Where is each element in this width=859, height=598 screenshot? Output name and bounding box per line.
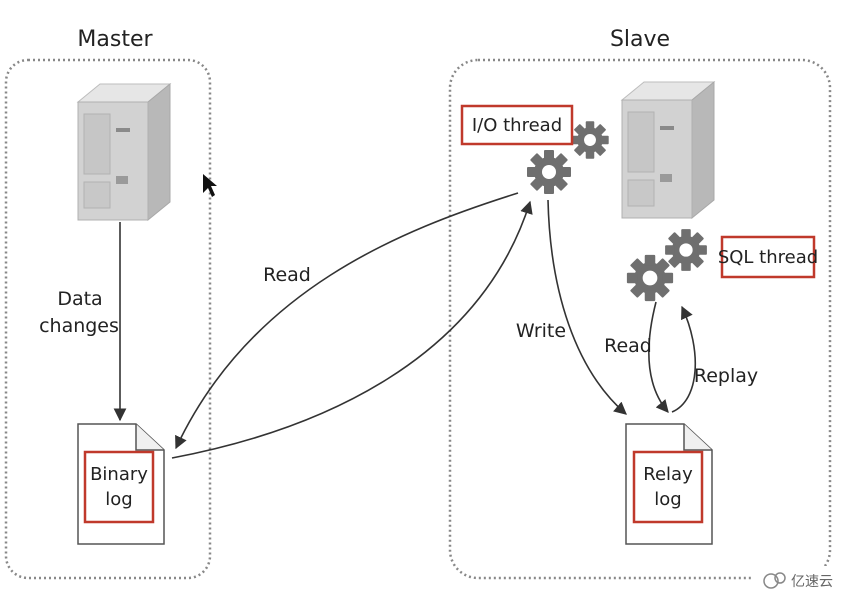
replay-label: Replay	[694, 365, 758, 387]
binary-log-label-line1: Binary	[90, 464, 148, 485]
write-label: Write	[516, 320, 566, 342]
sql-thread-highlight	[720, 235, 816, 279]
sql-read-label: Read	[604, 335, 652, 357]
read-label: Read	[263, 264, 311, 286]
io-thread-label: I/O thread	[472, 115, 562, 136]
read-request-arrow	[175, 192, 519, 450]
relay-log-highlight	[632, 450, 704, 524]
data-changes-label-line1: Data	[57, 288, 102, 310]
sql-thread-gear-small-icon	[665, 229, 707, 271]
sql-thread-label: SQL thread	[718, 247, 818, 268]
slave-panel	[448, 58, 832, 580]
master-title: Master	[77, 27, 153, 52]
watermark-text: 亿速云	[791, 574, 833, 590]
binary-log-label-line2: log	[105, 489, 132, 510]
slave-server-icon	[621, 81, 715, 219]
sql-read-arrow	[648, 301, 669, 413]
binary-log-highlight	[83, 450, 155, 524]
write-arrow	[547, 199, 627, 415]
read-response-arrow	[171, 200, 533, 459]
slave-title: Slave	[610, 27, 670, 52]
io-thread-gear-small-icon	[571, 121, 609, 159]
data-changes-label-line2: changes	[39, 315, 119, 337]
relay-log-label-line2: log	[654, 489, 681, 510]
cursor-icon	[203, 174, 217, 197]
cloud-logo-icon	[763, 572, 786, 589]
master-panel	[4, 58, 212, 580]
replay-arrow	[671, 305, 697, 413]
io-thread-gear-large-icon	[527, 150, 571, 194]
watermark: 亿速云	[752, 566, 859, 594]
sql-thread-gear-large-icon	[626, 254, 674, 302]
relay-log-label-line1: Relay	[643, 464, 693, 485]
master-server-icon	[77, 83, 171, 221]
io-thread-highlight	[460, 104, 574, 146]
